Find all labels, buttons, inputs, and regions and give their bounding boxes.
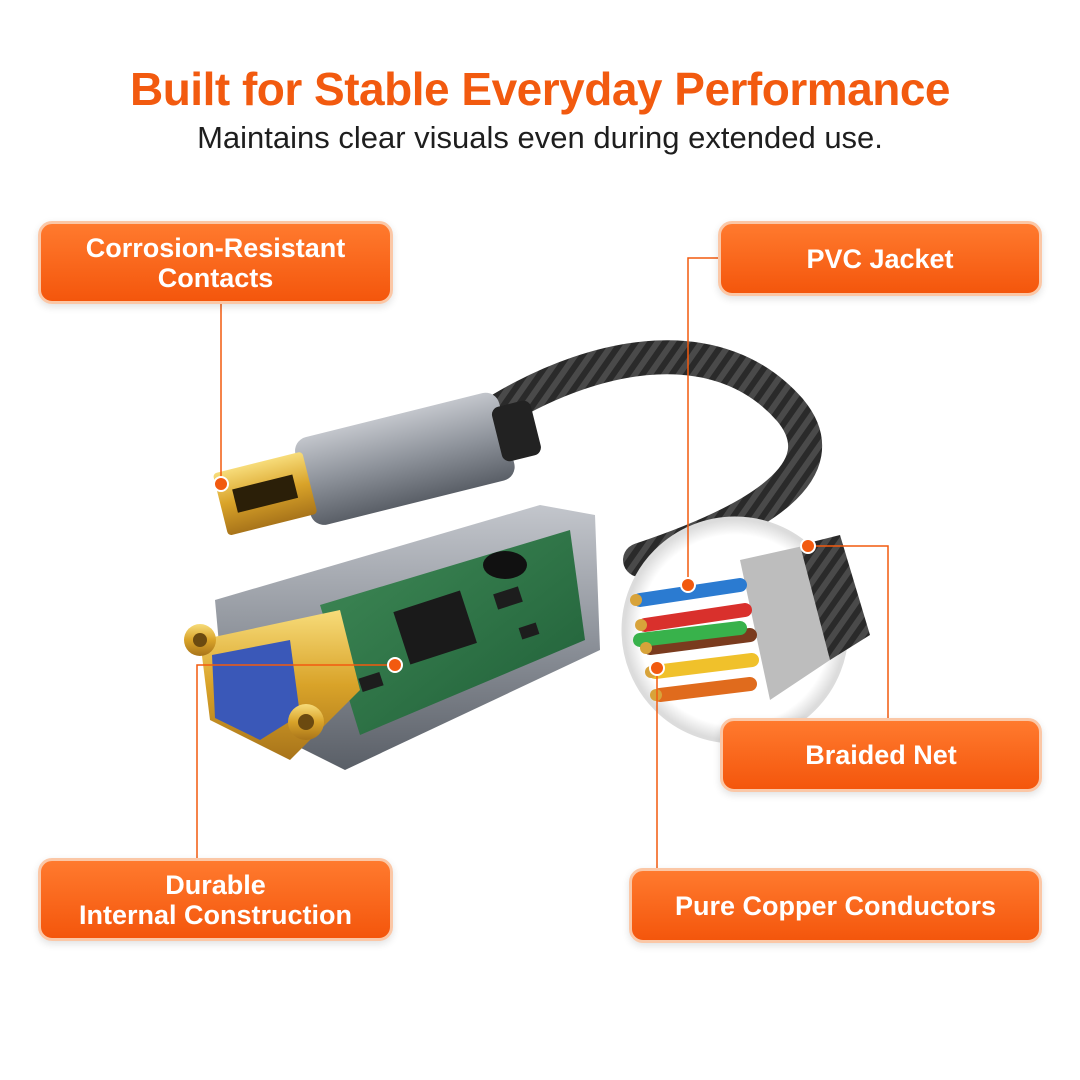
callout-braided-net: Braided Net — [720, 718, 1042, 792]
callout-corrosion-resistant-contacts: Corrosion-Resistant Contacts — [38, 221, 393, 304]
callout-contacts-line1: Corrosion-Resistant — [85, 232, 346, 263]
callout-leader-lines — [196, 257, 889, 868]
callout-pvc-jacket: PVC Jacket — [718, 221, 1042, 296]
cable-cross-section-magnifier — [621, 516, 870, 744]
callout-construction-line1: Durable — [165, 869, 266, 900]
contacts-marker-dot — [213, 476, 229, 492]
callout-contacts-line2: Contacts — [157, 262, 274, 293]
page-subtitle: Maintains clear visuals even during exte… — [197, 120, 883, 155]
callout-construction-line2: Internal Construction — [78, 899, 352, 930]
page-title: Built for Stable Everyday Performance — [129, 63, 951, 115]
callout-durable-internal-construction: Durable Internal Construction — [38, 858, 393, 941]
copper-marker-dot — [649, 660, 665, 676]
hdmi-plug — [213, 392, 541, 535]
vga-adapter — [184, 505, 600, 770]
construction-marker-dot — [387, 657, 403, 673]
braided-marker-dot — [800, 538, 816, 554]
pvc-marker-dot — [680, 577, 696, 593]
callout-pure-copper-conductors: Pure Copper Conductors — [629, 868, 1042, 943]
